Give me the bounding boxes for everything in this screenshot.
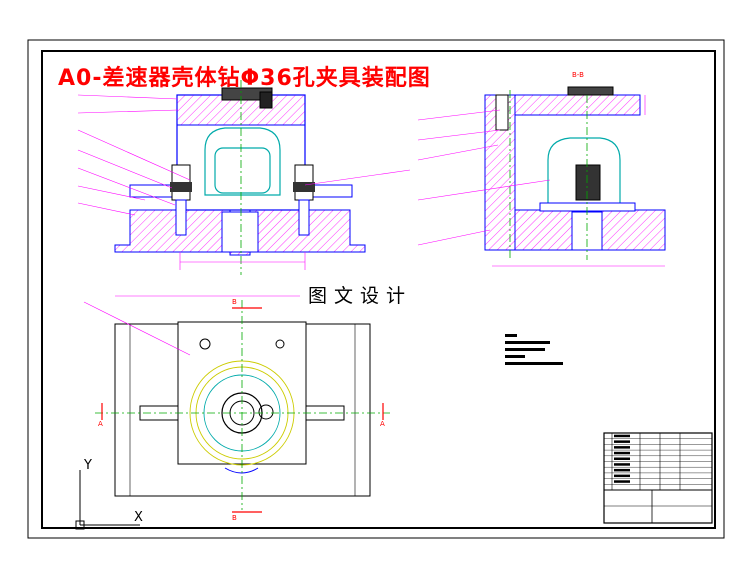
- ucs-icon: [75, 470, 140, 530]
- watermark-text: 图文设计: [300, 279, 421, 310]
- x-axis-label: X: [134, 510, 143, 525]
- side-view-section-label: B-B: [572, 71, 584, 79]
- bom-row-text-mark: [614, 457, 630, 460]
- view-marker-left: A: [98, 420, 103, 428]
- inner-frame: [41, 50, 716, 529]
- title-block: [603, 432, 713, 524]
- bom-row-text-mark: [614, 440, 630, 443]
- technical-notes: [505, 334, 563, 365]
- bom-row-text-mark: [614, 446, 630, 449]
- bom-row-text-mark: [614, 474, 630, 478]
- bom-row-text-mark: [614, 434, 630, 438]
- top-view: [83, 295, 390, 513]
- outer-frame: [27, 39, 725, 539]
- view-marker-right: A: [380, 420, 385, 428]
- drawing-title: A0-差速器壳体钻Φ36孔夹具装配图: [58, 66, 431, 91]
- side-view: [417, 86, 666, 267]
- section-marker-top: B: [232, 298, 237, 306]
- front-view: [77, 80, 411, 275]
- bom-row-text-mark: [614, 463, 630, 466]
- bom-row-text-mark: [614, 468, 630, 472]
- bom-row-text-mark: [614, 480, 630, 483]
- bom-row-text-mark: [614, 451, 630, 455]
- section-marker-bottom: B: [232, 514, 237, 522]
- y-axis-label: Y: [84, 458, 92, 473]
